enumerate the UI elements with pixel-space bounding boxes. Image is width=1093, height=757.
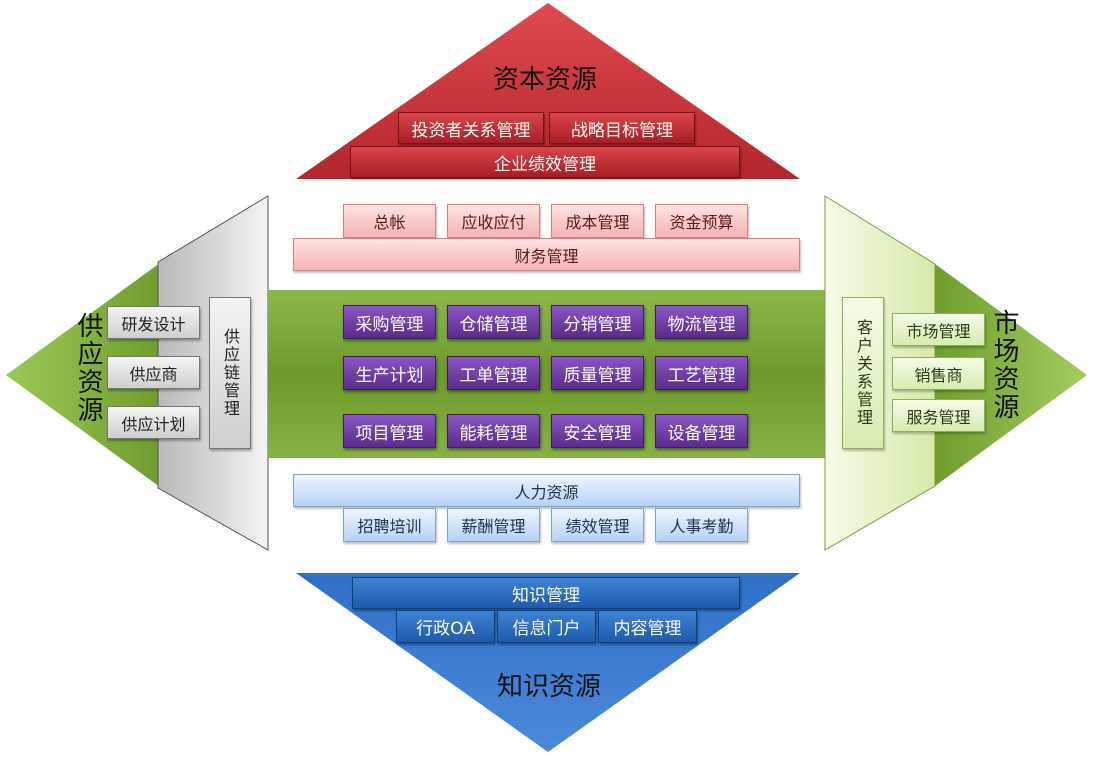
hr-item-attendance[interactable]: 人事考勤: [655, 508, 748, 542]
knowledge-title: 知识资源: [497, 672, 602, 702]
process-logistics[interactable]: 物流管理: [655, 305, 748, 339]
finance-item-ledger[interactable]: 总帐: [343, 204, 436, 238]
process-production-plan[interactable]: 生产计划: [343, 356, 436, 390]
hr-item-salary[interactable]: 薪酬管理: [447, 508, 540, 542]
process-safety[interactable]: 安全管理: [551, 414, 644, 448]
process-procurement[interactable]: 采购管理: [343, 305, 436, 339]
hr-bar[interactable]: 人力资源: [293, 474, 800, 507]
finance-item-budget[interactable]: 资金预算: [655, 204, 748, 238]
capital-title: 资本资源: [493, 65, 598, 95]
supply-title: 供应资源: [73, 312, 103, 424]
knowledge-item-oa[interactable]: 行政OA: [396, 610, 495, 643]
knowledge-item-portal[interactable]: 信息门户: [497, 610, 596, 643]
process-distribution[interactable]: 分销管理: [551, 305, 644, 339]
process-work-order[interactable]: 工单管理: [447, 356, 540, 390]
supply-item-rnd[interactable]: 研发设计: [107, 306, 200, 339]
capital-bar-performance[interactable]: 企业绩效管理: [350, 146, 740, 178]
hr-item-recruit[interactable]: 招聘培训: [343, 508, 436, 542]
finance-item-cost[interactable]: 成本管理: [551, 204, 644, 238]
market-item-service[interactable]: 服务管理: [892, 399, 985, 432]
supply-chain-management[interactable]: 供应链管理: [209, 297, 251, 449]
market-crm[interactable]: 客户关系管理: [842, 297, 884, 449]
market-item-marketing[interactable]: 市场管理: [892, 313, 985, 346]
knowledge-item-content[interactable]: 内容管理: [598, 610, 697, 643]
capital-item-strategy[interactable]: 战略目标管理: [549, 112, 695, 144]
process-craft[interactable]: 工艺管理: [655, 356, 748, 390]
finance-bar[interactable]: 财务管理: [293, 238, 800, 271]
market-title: 市场资源: [989, 309, 1019, 421]
process-project[interactable]: 项目管理: [343, 414, 436, 448]
supply-item-plan[interactable]: 供应计划: [107, 406, 200, 439]
knowledge-bar[interactable]: 知识管理: [352, 577, 740, 609]
supply-item-supplier[interactable]: 供应商: [107, 356, 200, 389]
process-quality[interactable]: 质量管理: [551, 356, 644, 390]
finance-item-receivables[interactable]: 应收应付: [447, 204, 540, 238]
hr-item-performance[interactable]: 绩效管理: [551, 508, 644, 542]
process-equipment[interactable]: 设备管理: [655, 414, 748, 448]
process-warehouse[interactable]: 仓储管理: [447, 305, 540, 339]
market-item-dealer[interactable]: 销售商: [892, 357, 985, 390]
capital-item-investor[interactable]: 投资者关系管理: [398, 112, 544, 144]
process-energy[interactable]: 能耗管理: [447, 414, 540, 448]
